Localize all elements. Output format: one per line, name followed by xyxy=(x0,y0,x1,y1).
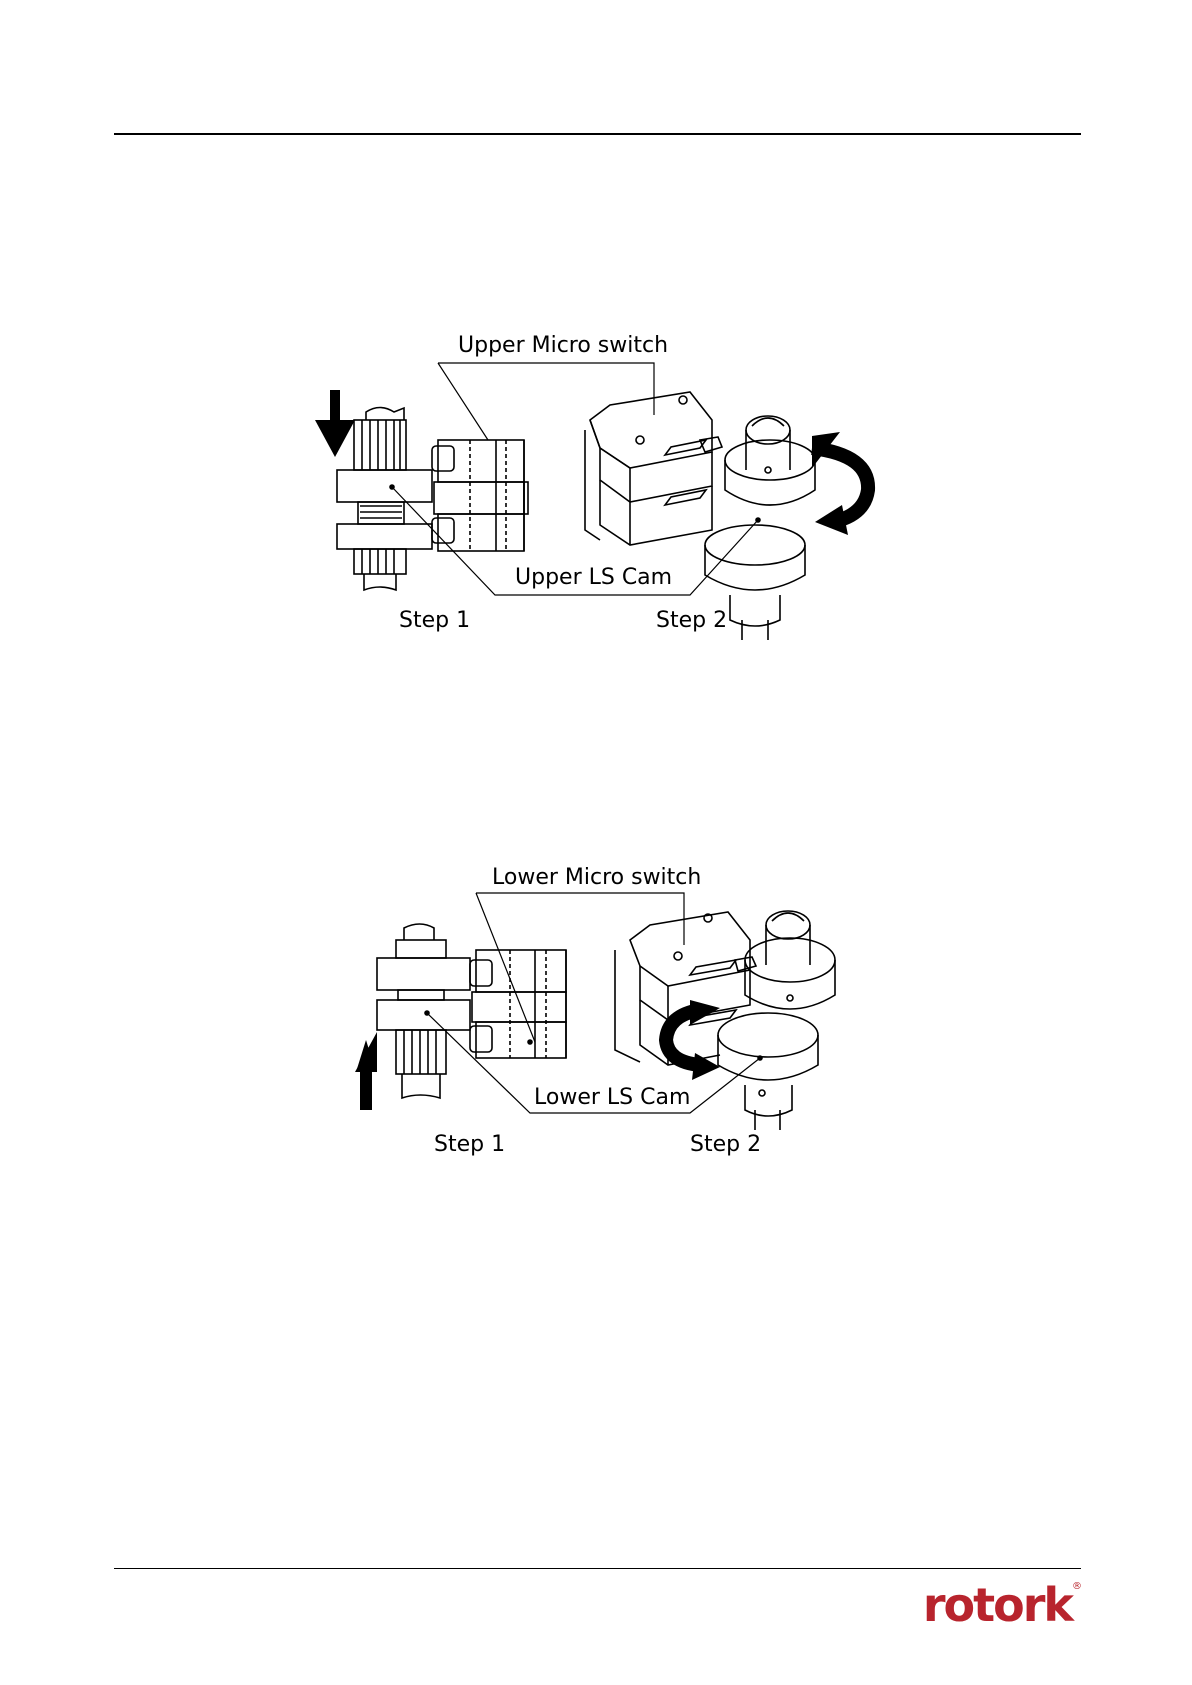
rotork-logo: rotork® xyxy=(923,1582,1082,1628)
figure-upper: Upper Micro switch Upper LS Cam Step 1 S… xyxy=(315,333,868,640)
rotate-arrow-lower-icon xyxy=(666,1000,720,1080)
step1-micro-switch-lower xyxy=(470,950,566,1058)
upper-ls-cam-step2 xyxy=(705,525,805,565)
step1-micro-switch xyxy=(432,440,528,551)
logo-registered-mark: ® xyxy=(1072,1581,1082,1592)
up-arrow-icon xyxy=(355,1032,377,1110)
label-step1-upper: Step 1 xyxy=(399,608,470,633)
label-step2-lower: Step 2 xyxy=(690,1132,761,1157)
step1-shaft xyxy=(337,408,432,591)
label-upper-micro-switch: Upper Micro switch xyxy=(458,333,668,358)
figure-lower: Lower Micro switch Lower LS Cam Step 1 S… xyxy=(355,865,835,1157)
logo-text: rotork xyxy=(923,1578,1072,1632)
label-upper-ls-cam: Upper LS Cam xyxy=(515,565,672,590)
lower-ls-cam-step2 xyxy=(718,1013,818,1057)
rotate-arrow-icon xyxy=(812,432,868,535)
step1-shaft-lower xyxy=(377,924,470,1098)
label-step2-upper: Step 2 xyxy=(656,608,727,633)
step2-switch-cam xyxy=(585,392,815,640)
label-lower-micro-switch: Lower Micro switch xyxy=(492,865,701,890)
down-arrow-icon xyxy=(315,390,355,457)
upper-ls-cam-step1 xyxy=(337,470,432,502)
label-step1-lower: Step 1 xyxy=(434,1132,505,1157)
label-lower-ls-cam: Lower LS Cam xyxy=(534,1085,690,1110)
lower-ls-cam-step1-top xyxy=(377,958,470,990)
